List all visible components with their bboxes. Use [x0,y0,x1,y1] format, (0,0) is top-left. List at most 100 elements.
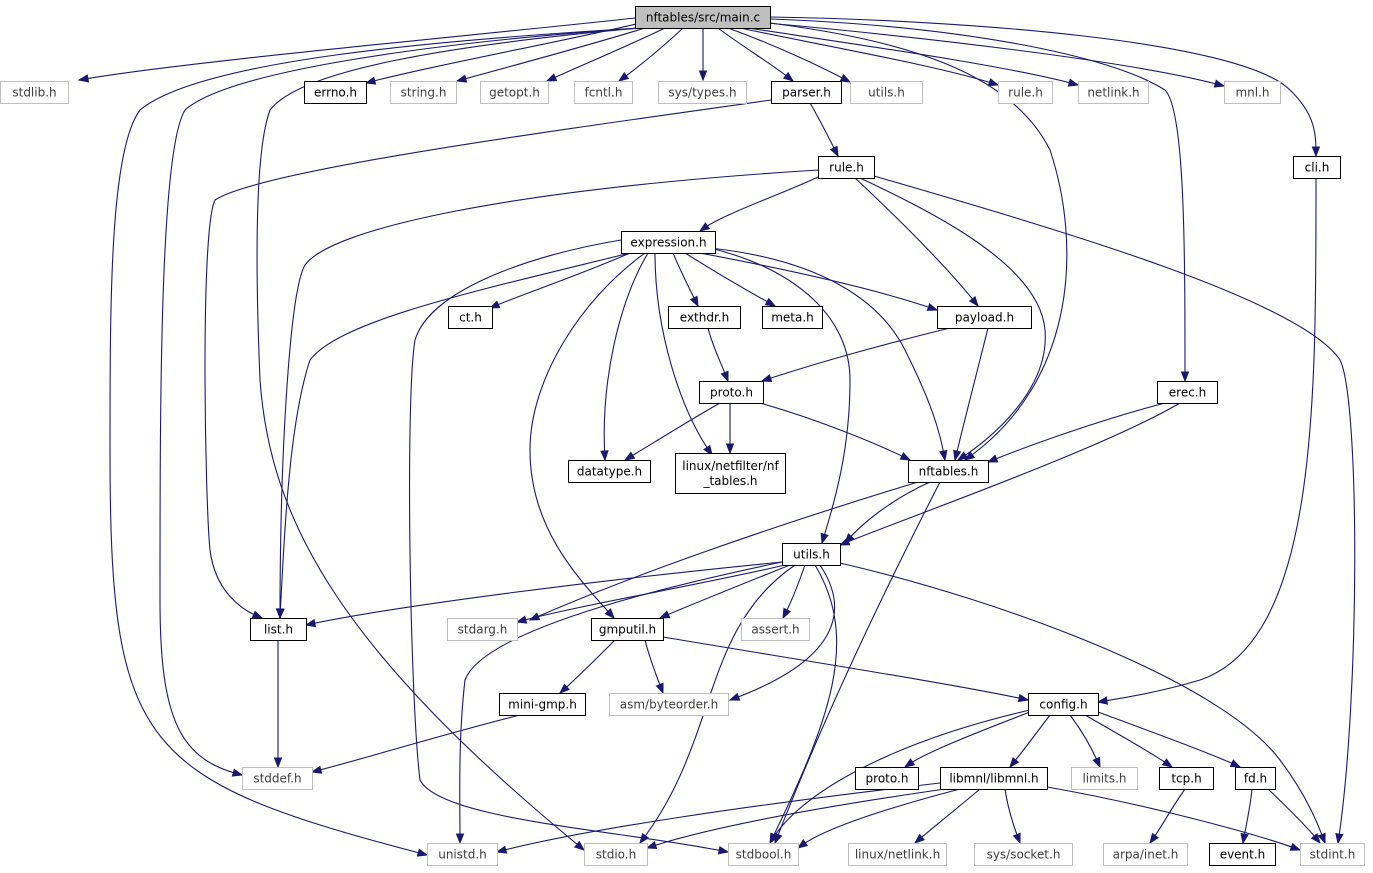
node-box [0,81,69,104]
node-gmputil-h[interactable]: gmputil.h [591,618,664,641]
node-nf-tables-h[interactable]: linux/netfilter/nf_tables.h [675,453,786,494]
node-meta-h[interactable]: meta.h [762,306,823,329]
edge-parser_h-to-rule_h [809,102,839,158]
node-box [771,81,842,104]
edge-arrowhead [796,839,809,849]
node-string-h: string.h [390,81,457,104]
node-label: utils.h [793,548,830,562]
node-erec-h[interactable]: erec.h [1157,381,1218,404]
edge-arrowhead [416,848,429,857]
node-libmnl-h[interactable]: libmnl/libmnl.h [940,767,1048,790]
node-box [1078,81,1149,104]
node-event-h[interactable]: event.h [1209,843,1276,866]
edge-erec_h-to-utils_h [838,402,1181,546]
node-config-h[interactable]: config.h [1028,693,1099,716]
node-label: nftables.h [919,465,979,479]
node-box [1071,767,1138,790]
node-box [568,460,651,483]
node-assert-h: assert.h [741,618,810,641]
edge-line [659,564,791,619]
node-box [908,460,989,483]
node-payload-h[interactable]: payload.h [937,306,1032,329]
node-box [250,618,307,641]
node-label: fd.h [1244,772,1267,786]
edge-arrowhead [600,450,609,462]
edge-line [839,562,1326,844]
edge-expression_h-to-meta_h [684,252,777,307]
node-utils-h[interactable]: utils.h [782,543,841,566]
node-box [1159,767,1214,790]
edge-arrowhead [839,73,852,83]
node-label: assert.h [751,623,799,637]
node-nftables-h[interactable]: nftables.h [908,460,989,483]
node-label: linux/netfilter/nf_tables.h [682,459,779,488]
node-label: tcp.h [1171,772,1201,786]
node-box [1300,843,1365,866]
edge-expression_h-to-datatype_h [600,252,649,462]
node-syssocket-h: sys/socket.h [974,843,1073,866]
node-errno-h[interactable]: errno.h [304,81,367,104]
edge-arrowhead [986,454,999,463]
edge-line [769,18,1186,382]
node-rule-h[interactable]: rule.h [818,156,875,179]
node-label: exthdr.h [680,311,729,325]
edge-line [529,252,646,619]
edge-main_c-to-stdlib_h [77,17,636,83]
edge-expression_h-to-payload_h [699,252,939,311]
edge-arrowhead [987,78,1000,87]
node-main-c[interactable]: nftables/src/main.c [635,6,771,29]
node-box [1209,843,1276,866]
node-ct-h[interactable]: ct.h [448,306,493,329]
node-tcp-h[interactable]: tcp.h [1159,767,1214,790]
edge-minigmp_h-to-stddef_h [310,714,521,774]
node-minigmp-h[interactable]: mini-gmp.h [499,693,586,716]
edge-line [1009,714,1051,768]
node-label: rule.h [829,161,864,175]
node-list-h[interactable]: list.h [250,618,307,641]
node-fd-h[interactable]: fd.h [1235,767,1276,790]
node-proto-h[interactable]: proto.h [699,381,764,404]
edge-gmputil_h-to-minigmp_h [558,639,616,694]
node-label: unistd.h [438,848,487,862]
edge-main_c-to-stdio_h [256,27,641,851]
node-cli-h[interactable]: cli.h [1293,156,1341,179]
edge-payload_h-to-nftables_h [953,327,989,462]
node-exthdr-h[interactable]: exthdr.h [668,306,741,329]
node-box [675,453,786,494]
node-box [699,381,764,404]
edge-arrowhead [698,222,711,232]
node-label: utils.h [868,86,905,100]
edge-main_c-to-unistd_h [109,27,641,857]
edge-line [204,99,772,619]
node-datatype-h[interactable]: datatype.h [568,460,651,483]
node-label: erec.h [1169,386,1206,400]
node-stdlib-h: stdlib.h [0,81,69,104]
edge-line [774,481,941,844]
node-box [940,767,1048,790]
edge-expression_h-to-gmputil_h [529,252,646,620]
edge-expression_h-to-exthdr_h [672,252,699,308]
edge-line [1046,786,1301,851]
edge-arrowhead [364,76,377,85]
edge-line [914,788,981,844]
edge-arrowhead [720,370,729,383]
edge-arrowhead [645,841,658,850]
edge-line [78,17,636,81]
node-box [818,156,875,179]
edge-arrowhead [1310,832,1321,845]
node-systypes-h: sys/types.h [658,81,747,104]
edge-rule_h-to-stdint_h [873,175,1356,845]
edge-arrowhead [844,533,855,545]
node-label: stdio.h [596,848,636,862]
edge-line [684,252,776,307]
edge-libmnl_h-to-stdio_h [645,788,946,850]
edge-arrowhead [1311,146,1321,158]
node-expression-h[interactable]: expression.h [621,231,716,254]
edge-line [496,782,941,853]
node-box [390,81,457,104]
edge-config_h-to-fd_h [1097,711,1242,768]
node-label: asm/byteorder.h [620,698,718,712]
node-parser-h[interactable]: parser.h [771,81,842,104]
node-proto-h2[interactable]: proto.h [855,767,919,790]
edge-proto_h-to-datatype_h [623,402,721,461]
